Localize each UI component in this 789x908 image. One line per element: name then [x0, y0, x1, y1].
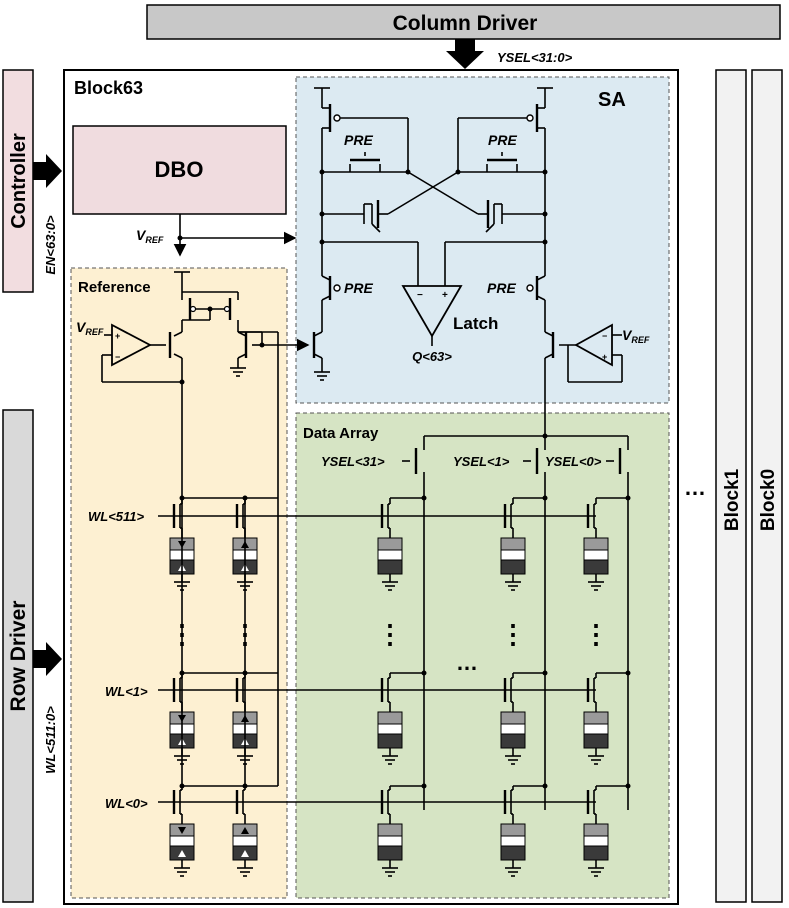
mtj-barrier — [232, 835, 258, 847]
row-driver-box — [2, 409, 34, 903]
ysel-bus-label: YSEL<31:0> — [497, 50, 573, 65]
mtj-barrier — [377, 549, 403, 561]
mtj-barrier — [500, 723, 526, 735]
block0-box — [751, 69, 783, 903]
mtj-free-layer — [583, 711, 609, 725]
vdots-ref-2: ⋮ — [232, 619, 258, 649]
mtj-fixed-layer — [377, 559, 403, 575]
mtj-fixed-layer — [377, 845, 403, 861]
row-driver-label: Row Driver — [7, 601, 30, 712]
vref-label-ref: VREF — [76, 319, 104, 337]
dbo-label: DBO — [155, 157, 204, 182]
row-driver-arrow — [33, 642, 62, 676]
block63-label: Block63 — [74, 78, 143, 98]
array-hellipsis: … — [456, 650, 478, 675]
data-array-region — [295, 412, 670, 899]
mtj-fixed-arrow — [241, 850, 249, 857]
controller-arrow — [33, 154, 62, 188]
mtj-barrier — [500, 835, 526, 847]
pre-label-3: PRE — [344, 280, 373, 296]
mtj-fixed-layer — [500, 845, 526, 861]
ref-opamp-minus: − — [115, 352, 120, 362]
mtj-fixed-layer — [583, 845, 609, 861]
mtj-free-layer — [583, 823, 609, 837]
mtj-barrier — [377, 835, 403, 847]
sa-region — [295, 76, 670, 404]
mtj-free-layer — [500, 823, 526, 837]
vdots-ref-1: ⋮ — [169, 619, 195, 649]
column-driver-arrow — [446, 39, 484, 69]
sa-opamp-minus: − — [602, 331, 607, 341]
mtj-fixed-layer — [500, 559, 526, 575]
ysel1-label: YSEL<1> — [453, 454, 510, 469]
mtj-barrier — [583, 549, 609, 561]
vref-label-sa: VREF — [622, 327, 650, 345]
mtj-state-arrow — [241, 827, 249, 834]
mtj-free-layer — [377, 711, 403, 725]
sa-label: SA — [598, 89, 626, 111]
column-select — [402, 433, 629, 810]
vdots-arr-2: ⋮ — [500, 619, 526, 649]
vdots-arr-1: ⋮ — [377, 619, 403, 649]
mtj-free-layer — [377, 537, 403, 551]
array-circuit — [158, 331, 631, 877]
block0-label: Block0 — [758, 469, 779, 531]
block-ellipsis: … — [684, 475, 706, 500]
sa-opamp-plus: + — [602, 352, 607, 362]
wl0-label: WL<0> — [105, 796, 148, 811]
mtj-barrier — [377, 723, 403, 735]
latch-minus-label: − — [417, 290, 423, 301]
column-driver-box — [146, 4, 781, 40]
en-bus-label: EN<63:0> — [43, 215, 58, 275]
controller-box — [2, 69, 34, 293]
mtj-fixed-arrow — [178, 850, 186, 857]
mtj-barrier — [500, 549, 526, 561]
block1-label: Block1 — [722, 468, 743, 531]
column-driver-label: Column Driver — [393, 12, 538, 35]
vdots-arr-3: ⋮ — [583, 619, 609, 649]
mtj-fixed-layer — [583, 559, 609, 575]
ysel0-label: YSEL<0> — [545, 454, 602, 469]
mtj-fixed-layer — [500, 733, 526, 749]
pre-label-2: PRE — [488, 132, 517, 148]
ref-opamp-plus: + — [115, 331, 120, 341]
q-output-label: Q<63> — [412, 349, 452, 364]
block1-box — [715, 69, 747, 903]
reference-label: Reference — [78, 279, 151, 296]
ysel31-label: YSEL<31> — [321, 454, 385, 469]
mtj-free-layer — [500, 711, 526, 725]
wl511-label: WL<511> — [88, 509, 145, 524]
data-array-label: Data Array — [303, 425, 379, 442]
pre-label-4: PRE — [487, 280, 516, 296]
wl1-label: WL<1> — [105, 684, 148, 699]
controller-label: Controller — [8, 133, 30, 229]
mtj-barrier — [583, 723, 609, 735]
mtj-free-layer — [377, 823, 403, 837]
pre-label-1: PRE — [344, 132, 373, 148]
mtj-fixed-layer — [377, 733, 403, 749]
mtj-barrier — [169, 835, 195, 847]
vref-label-dbo: VREF — [136, 227, 164, 245]
vref-net — [173, 214, 297, 257]
latch-plus-label: + — [442, 290, 448, 301]
mtj-free-layer — [500, 537, 526, 551]
mtj-free-layer — [583, 537, 609, 551]
mtj-barrier — [583, 835, 609, 847]
mtj-fixed-layer — [583, 733, 609, 749]
sense-amplifier-circuit — [262, 87, 623, 436]
reference-region — [70, 267, 288, 899]
mtj-state-arrow — [178, 827, 186, 834]
latch-label: Latch — [453, 314, 498, 333]
wl-bus-label: WL<511:0> — [43, 706, 58, 774]
